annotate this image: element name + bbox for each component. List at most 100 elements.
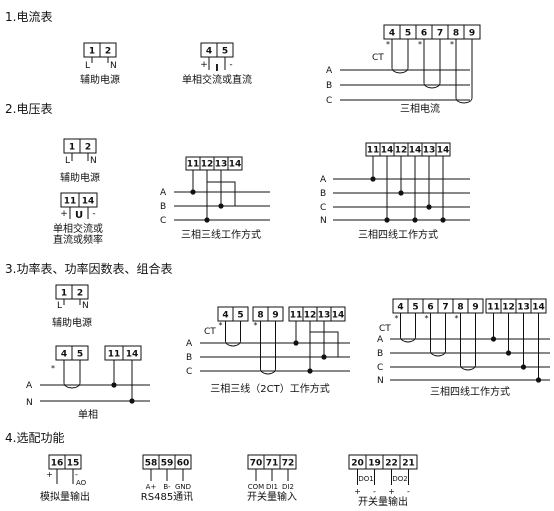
power-aux-mark-n: N	[82, 301, 89, 311]
analog-out-ao: AO	[76, 479, 87, 487]
current-single-terminal-label: 5	[222, 47, 228, 57]
power-3w-u-terminal-cell	[330, 306, 346, 322]
voltage-4w-phase-label: C	[320, 203, 326, 213]
voltage-3w-terminal-cell	[227, 156, 243, 171]
voltage-3w-phase-label: A	[160, 188, 167, 198]
rs485-mark: A+	[146, 483, 157, 491]
power-3w-a-terminal-label: 4	[222, 311, 228, 321]
voltage-single-terminal-label: 14	[82, 197, 95, 207]
digital-in-mark: DI2	[282, 483, 294, 491]
voltage-3w-terminal-label: 13	[215, 160, 228, 170]
junction-dot	[218, 203, 224, 209]
digital-in-mark: DI1	[266, 483, 278, 491]
junction-dot	[370, 176, 376, 182]
digital-out-do1: DO1	[358, 475, 373, 483]
current-single-plus: +	[200, 60, 208, 70]
current-single-minus: -	[229, 60, 232, 70]
voltage-single-minus: -	[92, 209, 95, 219]
current-three-star: *	[386, 40, 390, 49]
current-aux-mark-n: N	[110, 61, 117, 71]
current-three-phase-label: A	[326, 66, 333, 76]
rs485-mark: B-	[163, 483, 171, 491]
power-4w-ct-coil	[430, 350, 446, 357]
current-aux-terminal-label: 2	[105, 47, 111, 57]
power-aux-terminal-label: 1	[61, 289, 67, 299]
voltage-4w-caption: 三相四线工作方式	[358, 228, 438, 241]
power-4w-phase-label: A	[377, 335, 384, 345]
current-three-phase-label: C	[326, 96, 332, 106]
current-three-star: *	[418, 40, 422, 49]
voltage-3w-terminal-label: 14	[229, 160, 242, 170]
voltage-4w-phase-label: A	[320, 175, 327, 185]
voltage-3w-phase-label: B	[160, 202, 166, 212]
power-3w-u-terminal-label: 14	[332, 311, 345, 321]
power-3w-phase-label: A	[186, 339, 193, 349]
rs485-terminal-label: 59	[161, 459, 174, 469]
current-three-caption: 三相电流	[400, 102, 440, 115]
power-4w-phase-label: N	[377, 376, 384, 386]
digital-out-sign: +	[354, 487, 361, 496]
power-3w-phase-label: C	[186, 367, 192, 377]
power-single-u-terminal-label: 14	[126, 350, 139, 360]
power-4w-caption: 三相四线工作方式	[430, 385, 510, 398]
current-three-terminal-label: 8	[453, 29, 459, 39]
analog-out-plus: +	[46, 470, 53, 479]
rs485-mark: GND	[175, 483, 191, 491]
junction-dot	[204, 217, 210, 223]
voltage-aux-terminal-label: 2	[85, 143, 91, 153]
power-4w-phase-label: B	[377, 349, 383, 359]
voltage-4w-phase-label: B	[320, 189, 326, 199]
junction-dot	[505, 350, 512, 356]
current-aux-caption: 辅助电源	[80, 73, 120, 86]
power-4w-i-terminal-label: 9	[472, 303, 478, 313]
junction-dot	[129, 398, 135, 404]
power-single-i-terminal-label: 4	[61, 350, 67, 360]
junction-dot	[440, 217, 446, 223]
analog-out-minus: -	[75, 470, 78, 479]
power-4w-u-terminal-label: 12	[502, 303, 515, 313]
junction-dot	[426, 204, 432, 210]
current-three-phase-label: B	[326, 81, 332, 91]
voltage-4w-terminal-label: 14	[437, 146, 450, 156]
digital-in-caption: 开关量输入	[247, 490, 297, 503]
digital-in-terminal-label: 70	[250, 459, 263, 469]
section-title-current: 1.电流表	[5, 10, 52, 24]
power-4w-i-terminal-label: 6	[427, 303, 433, 313]
voltage-4w-terminal-label: 14	[381, 146, 394, 156]
voltage-4w-phase-label: N	[320, 216, 327, 226]
voltage-3w-phase-label: C	[160, 216, 166, 226]
current-three-ct-coil	[455, 97, 473, 104]
power-3w-u-terminal-label: 13	[318, 311, 331, 321]
power-aux-mark-l: L	[57, 301, 62, 311]
section-title-voltage: 2.电压表	[5, 102, 52, 116]
voltage-single-caption: 直流或频率	[53, 233, 103, 246]
analog-out-caption: 模拟量输出	[40, 490, 90, 503]
power-4w-star: *	[425, 314, 429, 323]
junction-dot	[412, 217, 418, 223]
current-three-terminal-label: 9	[469, 29, 475, 39]
voltage-aux-caption: 辅助电源	[60, 171, 100, 184]
current-three-terminal-label: 6	[421, 29, 427, 39]
power-3w-b-terminal-label: 8	[257, 311, 263, 321]
voltage-3w-terminal-label: 12	[201, 160, 214, 170]
power-3w-phase-label: B	[186, 353, 192, 363]
power-4w-ct-coil	[400, 336, 416, 343]
current-three-terminal-label: 5	[405, 29, 411, 39]
power-4w-i-terminal-label: 8	[457, 303, 463, 313]
power-3w-star: *	[219, 321, 223, 330]
power-single-ct-coil	[63, 382, 81, 389]
junction-dot	[293, 340, 299, 346]
power-single-i-terminal-label: 5	[77, 350, 83, 360]
power-aux-caption: 辅助电源	[52, 316, 92, 329]
power-3w-ct-coil	[225, 340, 241, 347]
power-aux-terminal-label: 2	[77, 289, 83, 299]
digital-in-terminal-label: 72	[282, 459, 295, 469]
digital-in-mark: COM	[248, 483, 264, 491]
power-3w-u-terminal-label: 12	[304, 311, 317, 321]
current-three-terminal-label: 7	[437, 29, 443, 39]
power-3w-caption: 三相三线（2CT）工作方式	[210, 382, 329, 395]
rs485-terminal-label: 60	[177, 459, 190, 469]
power-single-star: *	[51, 364, 55, 373]
digital-out-terminal-label: 21	[402, 459, 415, 469]
power-3w-ct-coil	[260, 368, 276, 375]
